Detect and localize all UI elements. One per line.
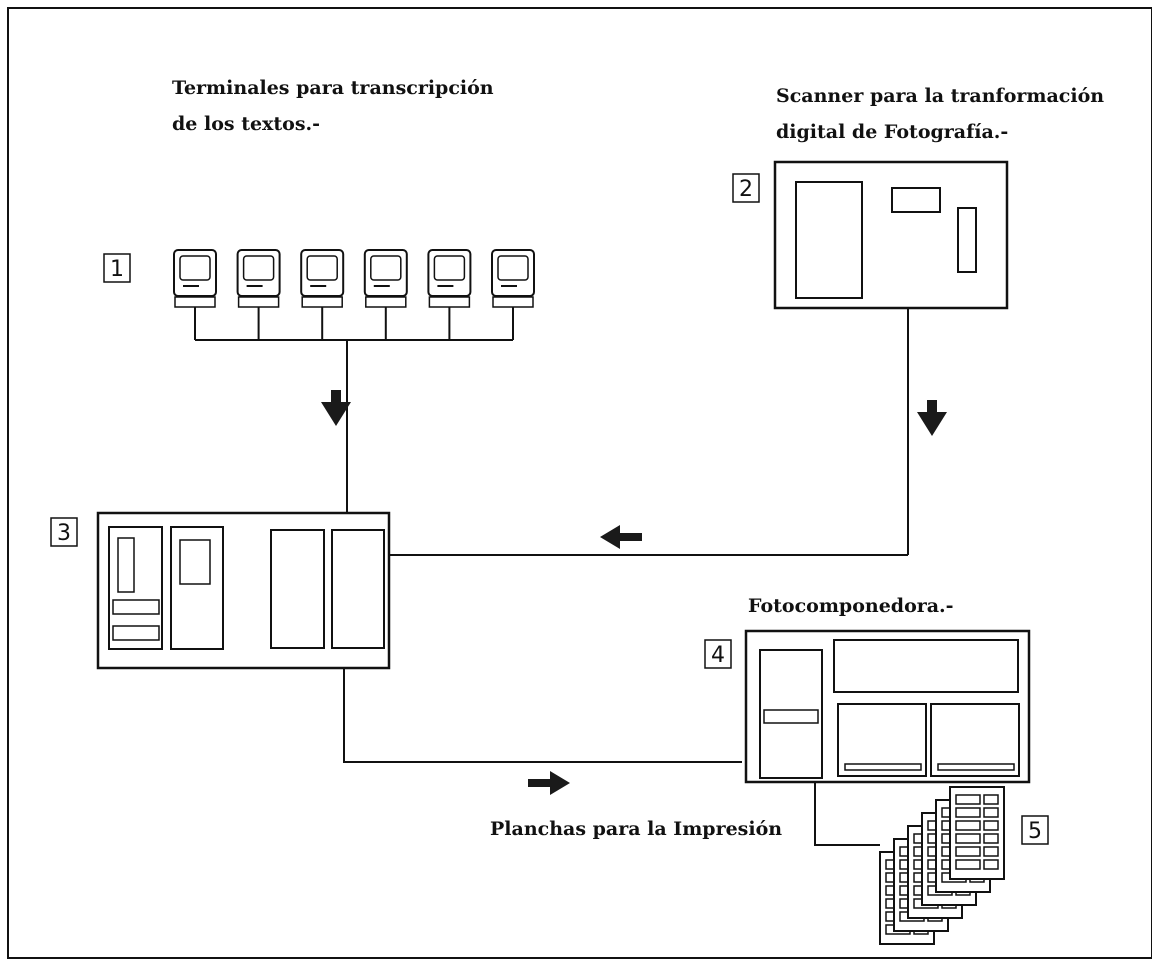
- terminals-label-line1: Terminales para transcripción: [172, 77, 494, 99]
- terminal-icon: [174, 250, 216, 340]
- cabinet-left-drive-1: [113, 600, 159, 614]
- marker-1-number: 1: [110, 257, 124, 282]
- scanner-label-line1: Scanner para la tranformación: [776, 85, 1104, 107]
- marker-5: 5: [1022, 816, 1048, 844]
- left-arrow-icon: [600, 525, 642, 549]
- cabinet-second-window: [180, 540, 210, 584]
- scanner-label-line2: digital de Fotografía.-: [776, 121, 1008, 143]
- marker-3: 3: [51, 518, 77, 546]
- scanner-bed: [796, 182, 862, 298]
- scanner-slot: [958, 208, 976, 272]
- marker-4-number: 4: [711, 643, 725, 668]
- marker-2-number: 2: [739, 177, 753, 202]
- scanner-device: [775, 162, 1007, 308]
- terminal-icon: [301, 250, 343, 340]
- terminals-label-line2: de los textos.-: [172, 113, 320, 135]
- terminal-icon: [492, 250, 534, 340]
- cabinet-left-drive-2: [113, 626, 159, 640]
- marker-3-number: 3: [57, 521, 71, 546]
- terminal-icon: [238, 250, 280, 340]
- phototypesetter-top-panel: [834, 640, 1018, 692]
- plates-label: Planchas para la Impresión: [490, 818, 782, 840]
- terminal-icon: [428, 250, 470, 340]
- processing-unit: [98, 513, 389, 668]
- transcription-terminals: [174, 250, 534, 340]
- storage-unit-2: [332, 530, 384, 648]
- server-to-phototypesetter-line: [344, 668, 742, 762]
- marker-1: 1: [104, 254, 130, 282]
- cabinet-left-window: [118, 538, 134, 592]
- down-arrow-icon: [917, 400, 947, 436]
- printing-plates-stack: [880, 787, 1004, 944]
- phototypesetter-to-plates-line: [815, 782, 880, 845]
- marker-4: 4: [705, 640, 731, 668]
- storage-unit-1: [271, 530, 324, 648]
- scanner-display: [892, 188, 940, 212]
- phototypesetter-drive: [764, 710, 818, 723]
- printing-plate-sheet: [950, 787, 1004, 879]
- terminal-icon: [365, 250, 407, 340]
- right-arrow-icon: [528, 771, 570, 795]
- marker-5-number: 5: [1028, 819, 1042, 844]
- phototypesetter-label: Fotocomponedora.-: [748, 595, 954, 617]
- phototypesetter-device: [746, 631, 1029, 782]
- marker-2: 2: [733, 174, 759, 202]
